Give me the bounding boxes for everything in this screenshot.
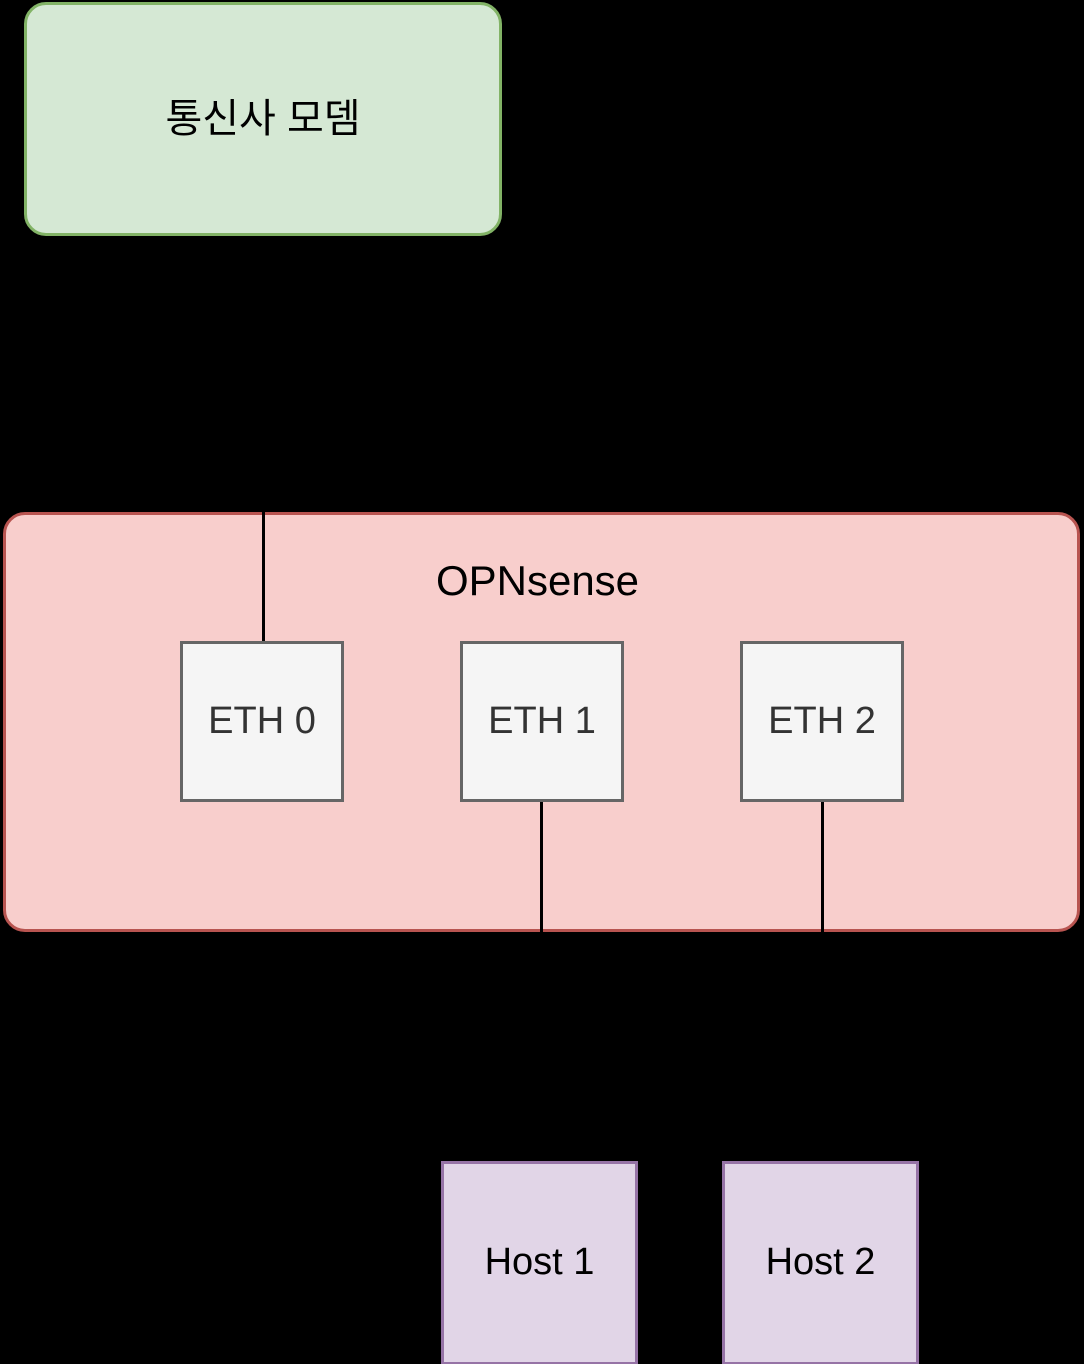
node-opnsense-label: OPNsense: [435, 557, 640, 604]
node-host2-label: Host 2: [765, 1241, 876, 1284]
node-eth0-label: ETH 0: [208, 699, 316, 742]
node-eth2[interactable]: ETH 2: [740, 641, 904, 802]
node-eth1-label: ETH 1: [488, 699, 596, 742]
edge-modem-to-eth0-segment: [262, 512, 265, 644]
edge-eth1-to-host1: [540, 801, 543, 1161]
node-host1[interactable]: Host 1: [441, 1161, 638, 1364]
node-modem[interactable]: 통신사 모뎀: [24, 2, 502, 236]
node-eth1[interactable]: ETH 1: [460, 641, 624, 802]
edge-modem-to-eth0: [261, 236, 264, 641]
node-eth2-label: ETH 2: [768, 699, 876, 742]
edge-eth2-to-host2: [821, 801, 824, 1161]
node-modem-label: 통신사 모뎀: [165, 97, 361, 141]
node-host1-label: Host 1: [484, 1241, 595, 1284]
node-host2[interactable]: Host 2: [722, 1161, 919, 1364]
node-eth0[interactable]: ETH 0: [180, 641, 344, 802]
